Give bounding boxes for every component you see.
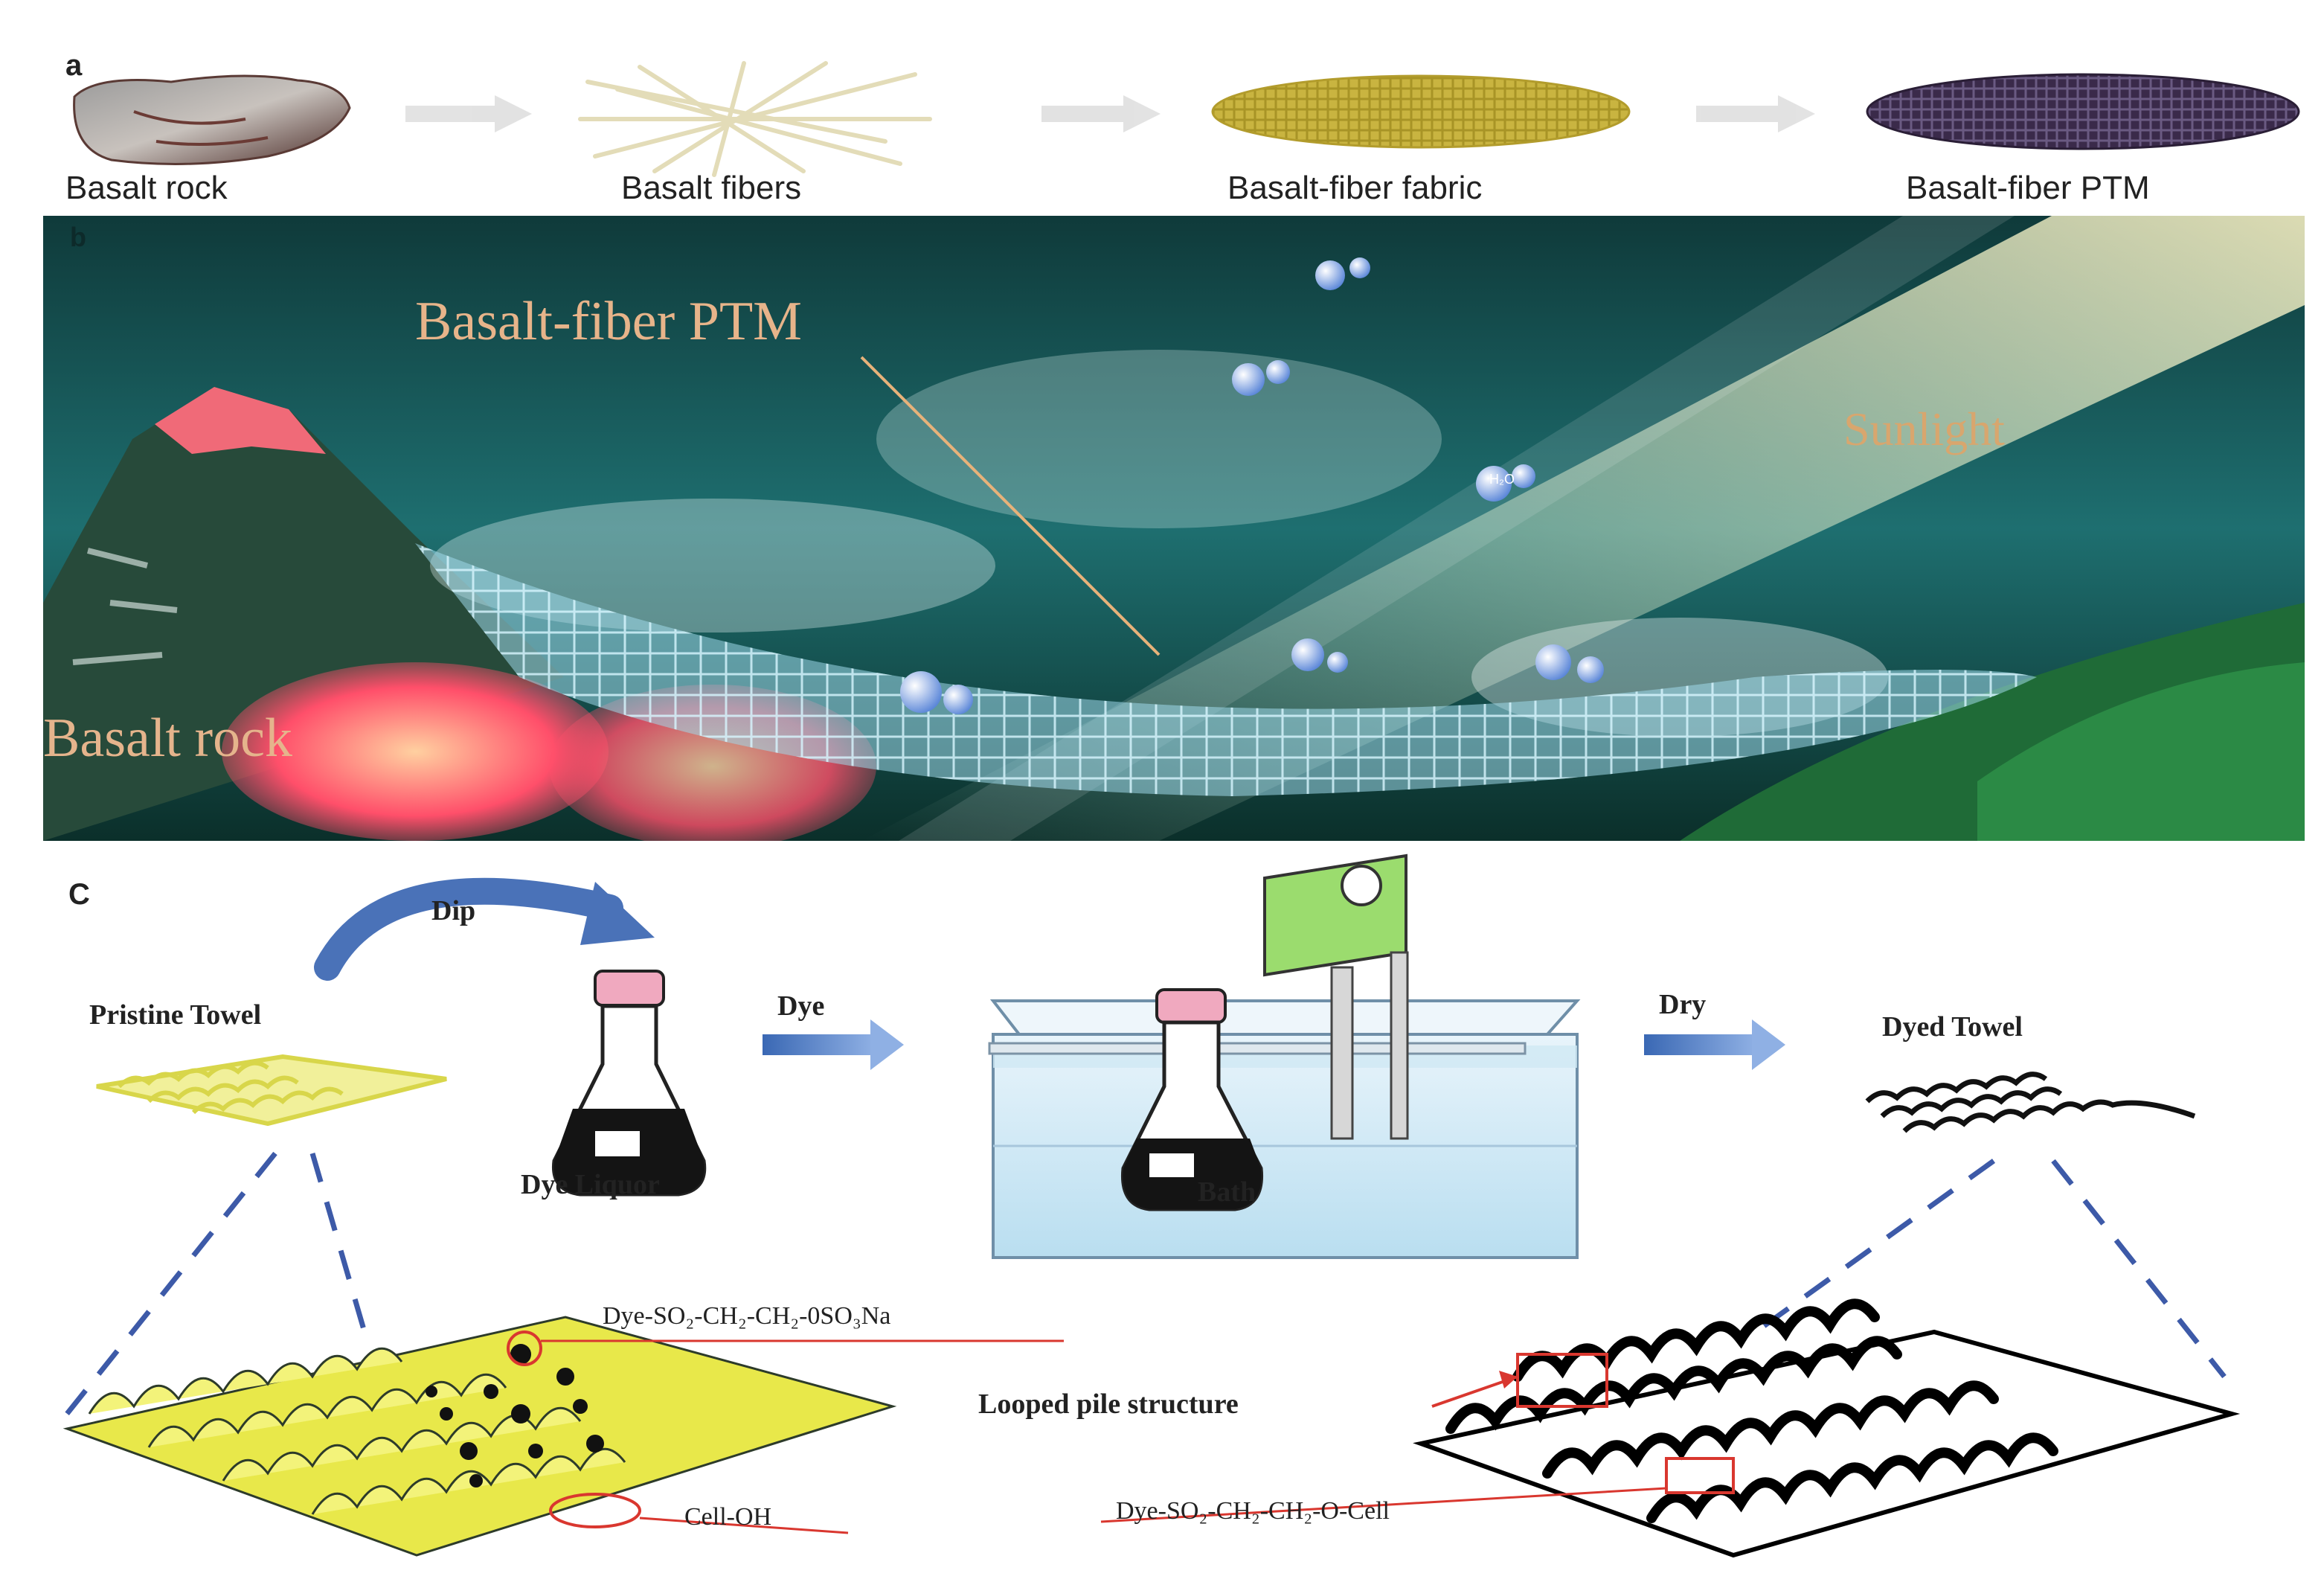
process-arrow-2 bbox=[1041, 95, 1161, 132]
panel-b-letter: b bbox=[70, 222, 86, 252]
dye-liquor-flask-icon bbox=[551, 970, 707, 1197]
label-basalt-fiber-ptm: Basalt-fiber PTM bbox=[415, 291, 802, 352]
dye-molecules bbox=[426, 1344, 604, 1487]
panel-a: a bbox=[0, 0, 2324, 216]
basalt-fiber-ptm-icon bbox=[1866, 73, 2300, 150]
basalt-rock-icon bbox=[73, 74, 351, 165]
dyed-towel-small bbox=[1865, 1072, 2196, 1133]
stage-label-fabric: Basalt-fiber fabric bbox=[1227, 170, 1483, 206]
volcano-mountain bbox=[43, 387, 564, 841]
stage-label-fibers: Basalt fibers bbox=[621, 170, 802, 206]
reactive-dye-marker bbox=[507, 1330, 542, 1366]
dye-arrow bbox=[763, 1019, 904, 1070]
label-dry: Dry bbox=[1659, 989, 1707, 1020]
panel-c: C Dip Pristine Towel Dye Liquor Dye Bath… bbox=[0, 841, 2324, 1582]
process-arrow-1 bbox=[405, 95, 532, 132]
panel-c-letter: C bbox=[68, 878, 90, 911]
label-bath: Bath bbox=[1198, 1176, 1256, 1208]
ptm-pointer-line bbox=[860, 356, 1161, 656]
looped-pile-marker bbox=[1516, 1353, 1608, 1408]
dry-arrow bbox=[1644, 1019, 1785, 1070]
label-dip: Dip bbox=[431, 895, 476, 926]
pristine-towel-small bbox=[96, 1054, 447, 1127]
label-looped-pile: Looped pile structure bbox=[978, 1389, 1239, 1420]
cell-oh-marker bbox=[549, 1493, 641, 1528]
bath-tank-icon bbox=[988, 999, 1581, 1259]
label-cell-oh: Cell-OH bbox=[684, 1503, 772, 1531]
water-molecules bbox=[900, 257, 1604, 714]
panel-a-letter: a bbox=[65, 49, 83, 82]
panel-c-graphics bbox=[62, 854, 2241, 1558]
label-sunlight: Sunlight bbox=[1843, 403, 2005, 455]
label-dye: Dye bbox=[777, 990, 825, 1022]
label-dyed-towel: Dyed Towel bbox=[1882, 1011, 2023, 1043]
label-bonded-dye: Dye-SO₂-CH₂-CH₂-O-Cell bbox=[1116, 1497, 1390, 1525]
basalt-fiber-fabric-icon bbox=[1211, 74, 1631, 149]
immersion-heater-icon bbox=[1263, 854, 1409, 1140]
pristine-towel-detail bbox=[62, 1316, 897, 1557]
stage-label-ptm: Basalt-fiber PTM bbox=[1906, 170, 2150, 206]
label-pristine-towel: Pristine Towel bbox=[89, 999, 262, 1031]
bonded-dye-marker bbox=[1665, 1457, 1735, 1494]
process-arrow-3 bbox=[1696, 95, 1815, 132]
dyed-towel-detail bbox=[1413, 1298, 2241, 1558]
label-dye-liquor: Dye Liquor bbox=[521, 1169, 660, 1200]
basalt-fibers-icon bbox=[578, 61, 932, 177]
stage-label-rock: Basalt rock bbox=[65, 170, 228, 206]
bath-flask-icon bbox=[1120, 988, 1264, 1211]
dip-arrow bbox=[314, 877, 623, 981]
panel-b-scene bbox=[43, 216, 2305, 841]
water-molecule-label: H₂O bbox=[1489, 472, 1515, 487]
panel-a-graphics bbox=[73, 61, 2300, 177]
zoom-lines bbox=[65, 1151, 2227, 1416]
label-basalt-rock: Basalt rock bbox=[43, 708, 292, 769]
label-reactive-dye: Dye-SO₂-CH₂-CH₂-0SO₃Na bbox=[603, 1302, 891, 1330]
panel-b: b H₂O Basalt-fiber PTM Sunlight Basalt r… bbox=[43, 216, 2305, 841]
